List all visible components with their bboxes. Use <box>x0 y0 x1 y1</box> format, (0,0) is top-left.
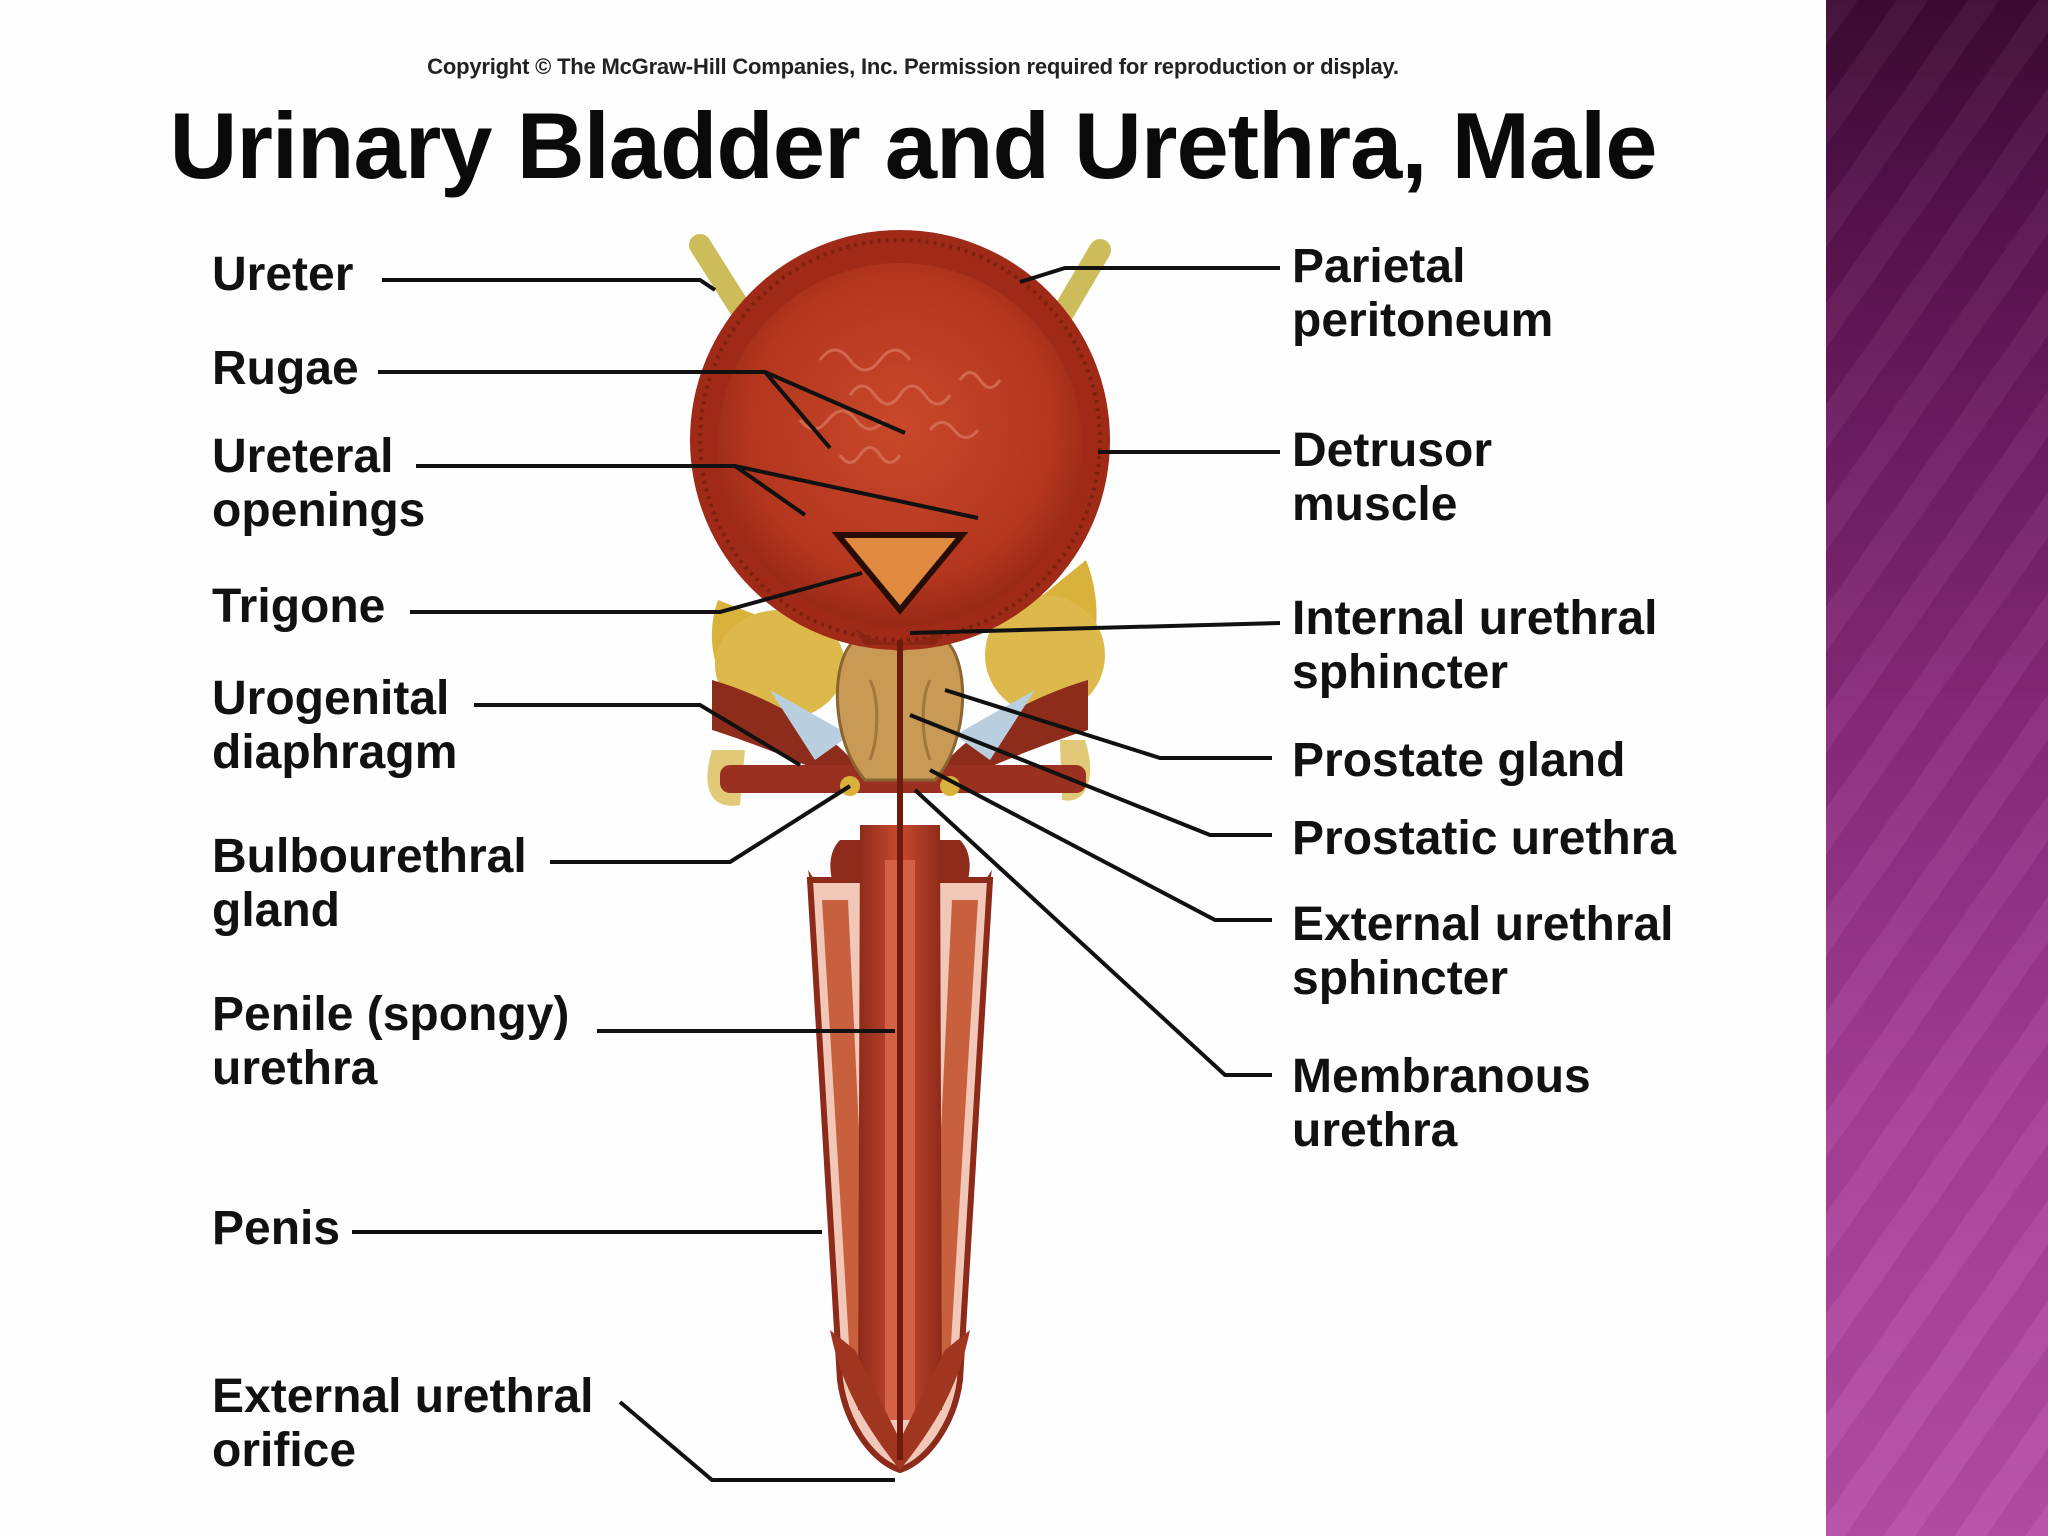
decorative-sidebar <box>1826 0 2048 1536</box>
label-penis: Penis <box>212 1202 341 1255</box>
leader-bulbourethral <box>550 784 852 864</box>
label-external-urethral-orifice: External urethral orifice <box>212 1370 594 1477</box>
anatomy-diagram <box>352 230 1281 1482</box>
urinary-bladder-shape <box>690 230 1110 650</box>
label-external-urethral-sphincter: External urethral sphincter <box>1292 898 1674 1005</box>
leader-prostate <box>944 688 1272 760</box>
label-ureteral-openings: Ureteral openings <box>212 430 426 537</box>
leader-external-orifice <box>618 1400 895 1482</box>
leader-internal-sphincter <box>909 621 1281 635</box>
label-prostatic-urethra: Prostatic urethra <box>1292 812 1677 865</box>
label-membranous-urethra: Membranous urethra <box>1292 1050 1591 1157</box>
leader-urogenital-diaphragm <box>474 703 802 767</box>
leader-prostatic-urethra <box>909 713 1272 837</box>
slide-title: Urinary Bladder and Urethra, Male <box>169 93 1657 198</box>
leader-lines <box>352 266 1281 1482</box>
label-trigone: Trigone <box>212 580 386 633</box>
label-penile-urethra: Penile (spongy) urethra <box>212 988 570 1095</box>
leader-parietal-peritoneum <box>1019 266 1280 284</box>
copyright-notice: Copyright © The McGraw-Hill Companies, I… <box>427 54 1399 79</box>
label-urogenital-diaphragm: Urogenital diaphragm <box>212 672 458 779</box>
label-ureter: Ureter <box>212 248 354 301</box>
label-internal-urethral-sphincter: Internal urethral sphincter <box>1292 592 1658 699</box>
prostate-gland-shape <box>835 638 965 782</box>
leader-ureteral-openings-2 <box>733 464 807 517</box>
leader-trigone <box>410 571 863 614</box>
label-prostate-gland: Prostate gland <box>1292 734 1626 787</box>
leader-ureter <box>382 278 717 292</box>
leader-rugae-2 <box>763 370 832 450</box>
label-bulbourethral-gland: Bulbourethral gland <box>212 830 527 937</box>
label-detrusor-muscle: Detrusor muscle <box>1292 424 1493 531</box>
label-rugae: Rugae <box>212 342 359 395</box>
penis-shape <box>806 640 994 1474</box>
leader-membranous-urethra <box>913 788 1272 1077</box>
leader-external-sphincter <box>929 768 1272 922</box>
label-parietal-peritoneum: Parietal peritoneum <box>1292 240 1554 347</box>
